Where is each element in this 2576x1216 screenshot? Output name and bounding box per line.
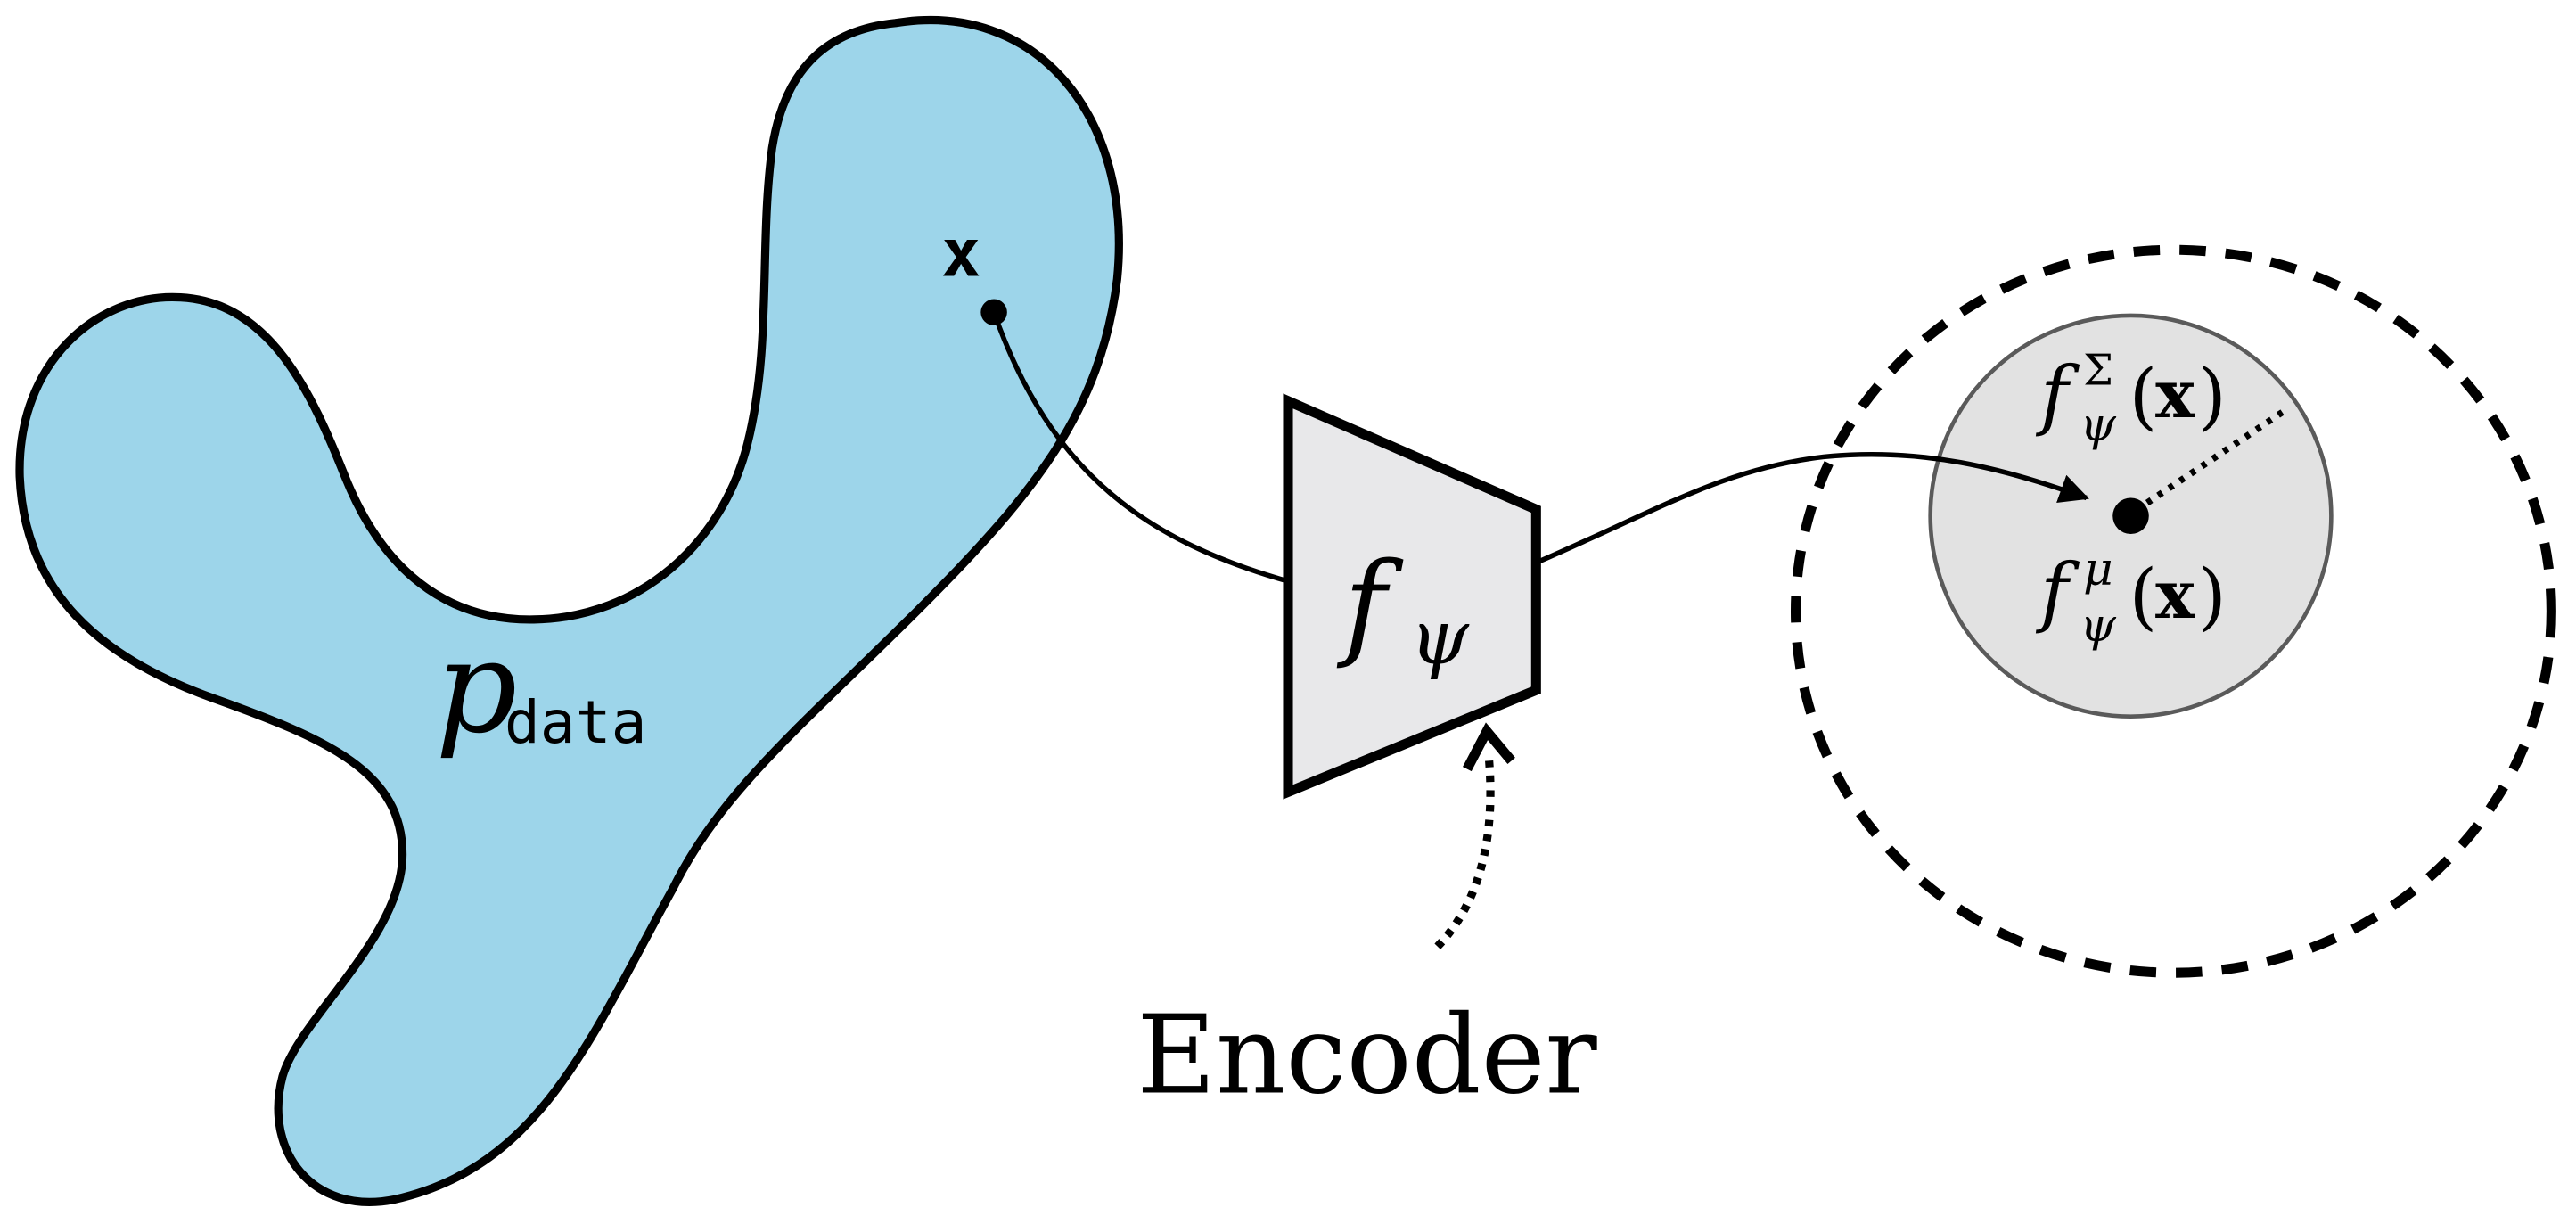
p-data-subscript: data <box>505 687 647 757</box>
x-point-label: x <box>941 217 980 292</box>
sigma-close-paren: ) <box>2198 355 2227 439</box>
sigma-superscript: Σ <box>2083 346 2113 395</box>
p-data-label: p <box>435 612 517 761</box>
sigma-x: x <box>2155 357 2195 433</box>
sigma-radius-line <box>2145 406 2289 506</box>
encoder-pointer-arrowhead <box>1462 722 1515 772</box>
encoder-pointer-arrow <box>1434 752 1495 949</box>
mu-superscript: μ <box>2083 543 2113 596</box>
mu-psi-subscript: ψ <box>2080 599 2116 653</box>
encoder-caption: Encoder <box>1136 992 1597 1119</box>
prior-dashed-circle <box>1790 244 2556 978</box>
p-data-region <box>15 15 1123 1206</box>
encoder-psi-subscript: ψ <box>1409 594 1470 682</box>
sigma-open-paren: ( <box>2129 355 2158 439</box>
mean-point <box>2112 497 2149 535</box>
mu-open-paren: ( <box>2129 555 2158 639</box>
encoder-block <box>1283 393 1541 800</box>
mu-close-paren: ) <box>2198 555 2227 639</box>
input-connector <box>991 311 1291 585</box>
output-connector <box>1537 451 2089 564</box>
mu-x: x <box>2155 557 2195 634</box>
sigma-psi-subscript: ψ <box>2080 398 2116 452</box>
